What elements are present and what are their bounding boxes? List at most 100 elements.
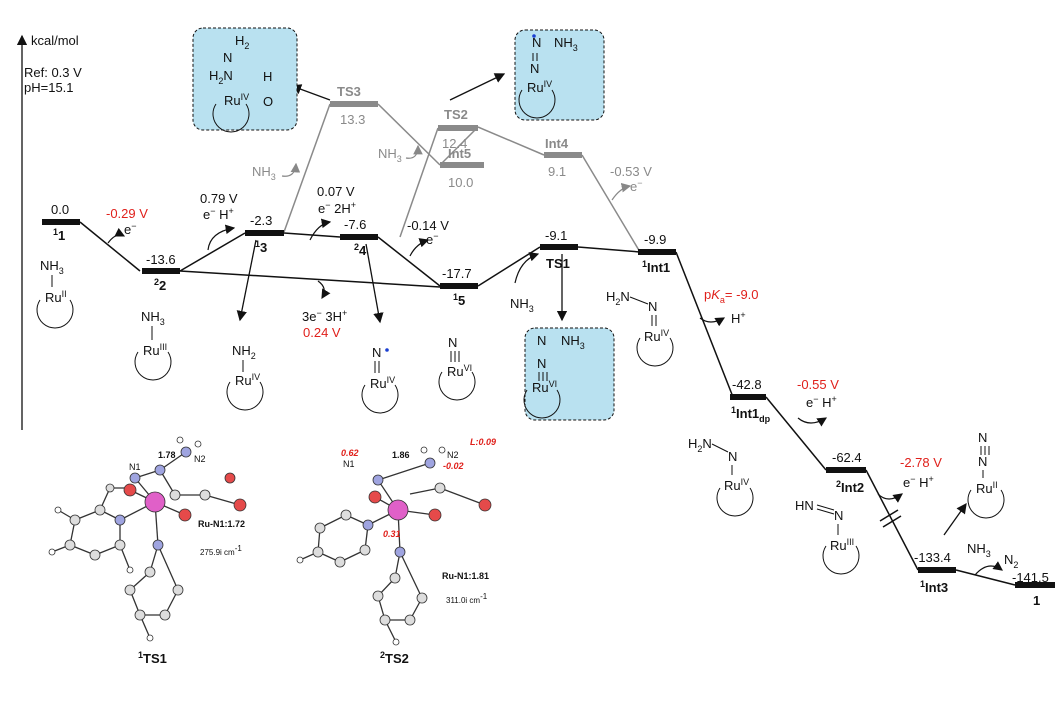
label-end1: 1 [1033, 593, 1040, 608]
svg-text:N: N [978, 430, 987, 445]
energy-22: -13.6 [146, 252, 176, 267]
ts1-3d-structure: N1 N2 1.78 Ru-N1:1.72 275.9i cm-1 1TS1 [48, 436, 247, 666]
label-13: 13 [255, 239, 267, 255]
level-24 [340, 234, 378, 240]
level-int1dp [730, 394, 766, 400]
energy-13: -2.3 [250, 213, 272, 228]
label-11: 11 [53, 227, 65, 243]
energy-int4: 9.1 [548, 164, 566, 179]
pot-e3: 0.07 V [317, 184, 355, 199]
structure-arrows [236, 73, 967, 536]
ts1-structure-box [524, 327, 615, 421]
label-15: 15 [453, 292, 465, 308]
ru-complexes: NH3 RuII NH3 RuIII NH2 RuIV N RuIV N RuV… [36, 33, 1005, 575]
energy-24: -7.6 [344, 217, 366, 232]
label-int2: 2Int2 [836, 479, 864, 495]
level-end1 [1015, 582, 1055, 588]
label-22: 22 [154, 277, 166, 293]
energy-values: 0.0 -13.6 -2.3 -7.6 -17.7 -9.1 -9.9 -42.… [51, 112, 1049, 585]
svg-text:RuIV: RuIV [370, 375, 395, 391]
svg-text:RuIII: RuIII [143, 342, 167, 358]
svg-text:NH3: NH3 [40, 258, 64, 276]
level-ts1 [540, 244, 578, 250]
svg-text:N: N [448, 335, 457, 350]
energy-axis: kcal/mol Ref: 0.3 V pH=15.1 [16, 33, 82, 430]
level-int4 [544, 152, 582, 158]
level-15 [440, 283, 478, 289]
energy-end1: -141.5 [1012, 570, 1049, 585]
boxed-structures [192, 27, 615, 421]
label-ts1: TS1 [546, 256, 570, 271]
svg-text:N: N [648, 299, 657, 314]
level-int3 [918, 567, 956, 573]
energy-ts2: 12.4 [442, 136, 467, 151]
nh3-ts2: NH3 [378, 146, 402, 164]
levels-gray [330, 101, 582, 168]
nh3-ts1: NH3 [510, 296, 534, 314]
svg-text:RuIV: RuIV [644, 328, 669, 344]
svg-text:NH3: NH3 [141, 309, 165, 327]
levels-main [42, 219, 1055, 588]
svg-text:N: N [372, 345, 381, 360]
pka-h: H+ [731, 310, 746, 326]
svg-text:N: N [728, 449, 737, 464]
ref-potential: Ref: 0.3 V [24, 65, 82, 80]
label-24: 24 [354, 242, 367, 258]
level-22 [142, 268, 180, 274]
axis-unit: kcal/mol [31, 33, 79, 48]
n2-end: N2 [1004, 552, 1018, 570]
energy-15: -17.7 [442, 266, 472, 281]
pot-e4: -0.14 V [407, 218, 449, 233]
svg-text:275.9i cm-1: 275.9i cm-1 [200, 544, 242, 557]
svg-text:O: O [263, 94, 273, 109]
svg-text:RuII: RuII [45, 289, 67, 305]
pot-e8: -2.78 V [900, 455, 942, 470]
energy-int1dp: -42.8 [732, 377, 762, 392]
svg-text:1.78: 1.78 [158, 450, 176, 460]
txt-e6: e− [630, 178, 643, 194]
state-labels: 11 22 13 24 15 TS1 1Int1 1Int1dp 2Int2 1… [53, 84, 1040, 608]
level-int2 [826, 467, 866, 473]
pot-e6: -0.53 V [610, 164, 652, 179]
txt-e2: e− H+ [203, 206, 234, 222]
txt-e8: e− H+ [903, 474, 934, 490]
svg-text:N: N [530, 61, 539, 76]
svg-text:RuVI: RuVI [447, 363, 472, 379]
svg-text:N: N [537, 333, 546, 348]
level-ts2 [438, 125, 478, 131]
svg-text:H2N: H2N [606, 289, 630, 307]
label-int3: 1Int3 [920, 579, 948, 595]
svg-text:311.0i cm-1: 311.0i cm-1 [446, 592, 488, 605]
level-ts3 [330, 101, 378, 107]
svg-text:N2: N2 [194, 454, 206, 464]
txt-e1: e− [124, 221, 137, 237]
svg-text:1.86: 1.86 [392, 450, 410, 460]
svg-text:-0.02: -0.02 [443, 461, 464, 471]
label-ts3: TS3 [337, 84, 361, 99]
level-int5 [440, 162, 484, 168]
main-pathway [79, 221, 1016, 586]
svg-text:0.31: 0.31 [383, 529, 401, 539]
energy-int1: -9.9 [644, 232, 666, 247]
svg-text:N: N [223, 50, 232, 65]
label-int1dp: 1Int1dp [731, 405, 771, 424]
svg-text:2TS2: 2TS2 [380, 650, 409, 666]
svg-text:Ru-N1:1.72: Ru-N1:1.72 [198, 519, 245, 529]
pka-label: pKa= -9.0 [704, 287, 759, 305]
svg-text:NH3: NH3 [554, 35, 578, 53]
txt-e3: e− 2H+ [318, 200, 356, 216]
txt-e7: e− H+ [806, 394, 837, 410]
svg-text:NH2: NH2 [232, 343, 256, 361]
label-ts2: TS2 [444, 107, 468, 122]
svg-text:NH3: NH3 [561, 333, 585, 351]
svg-text:0.62: 0.62 [341, 448, 359, 458]
energy-11: 0.0 [51, 202, 69, 217]
svg-text:RuIV: RuIV [235, 372, 260, 388]
energy-ts3: 13.3 [340, 112, 365, 127]
svg-text:N1: N1 [343, 459, 355, 469]
ph-value: pH=15.1 [24, 80, 74, 95]
energy-ts1: -9.1 [545, 228, 567, 243]
svg-text:L:0.09: L:0.09 [470, 437, 496, 447]
svg-text:N1: N1 [129, 462, 141, 472]
